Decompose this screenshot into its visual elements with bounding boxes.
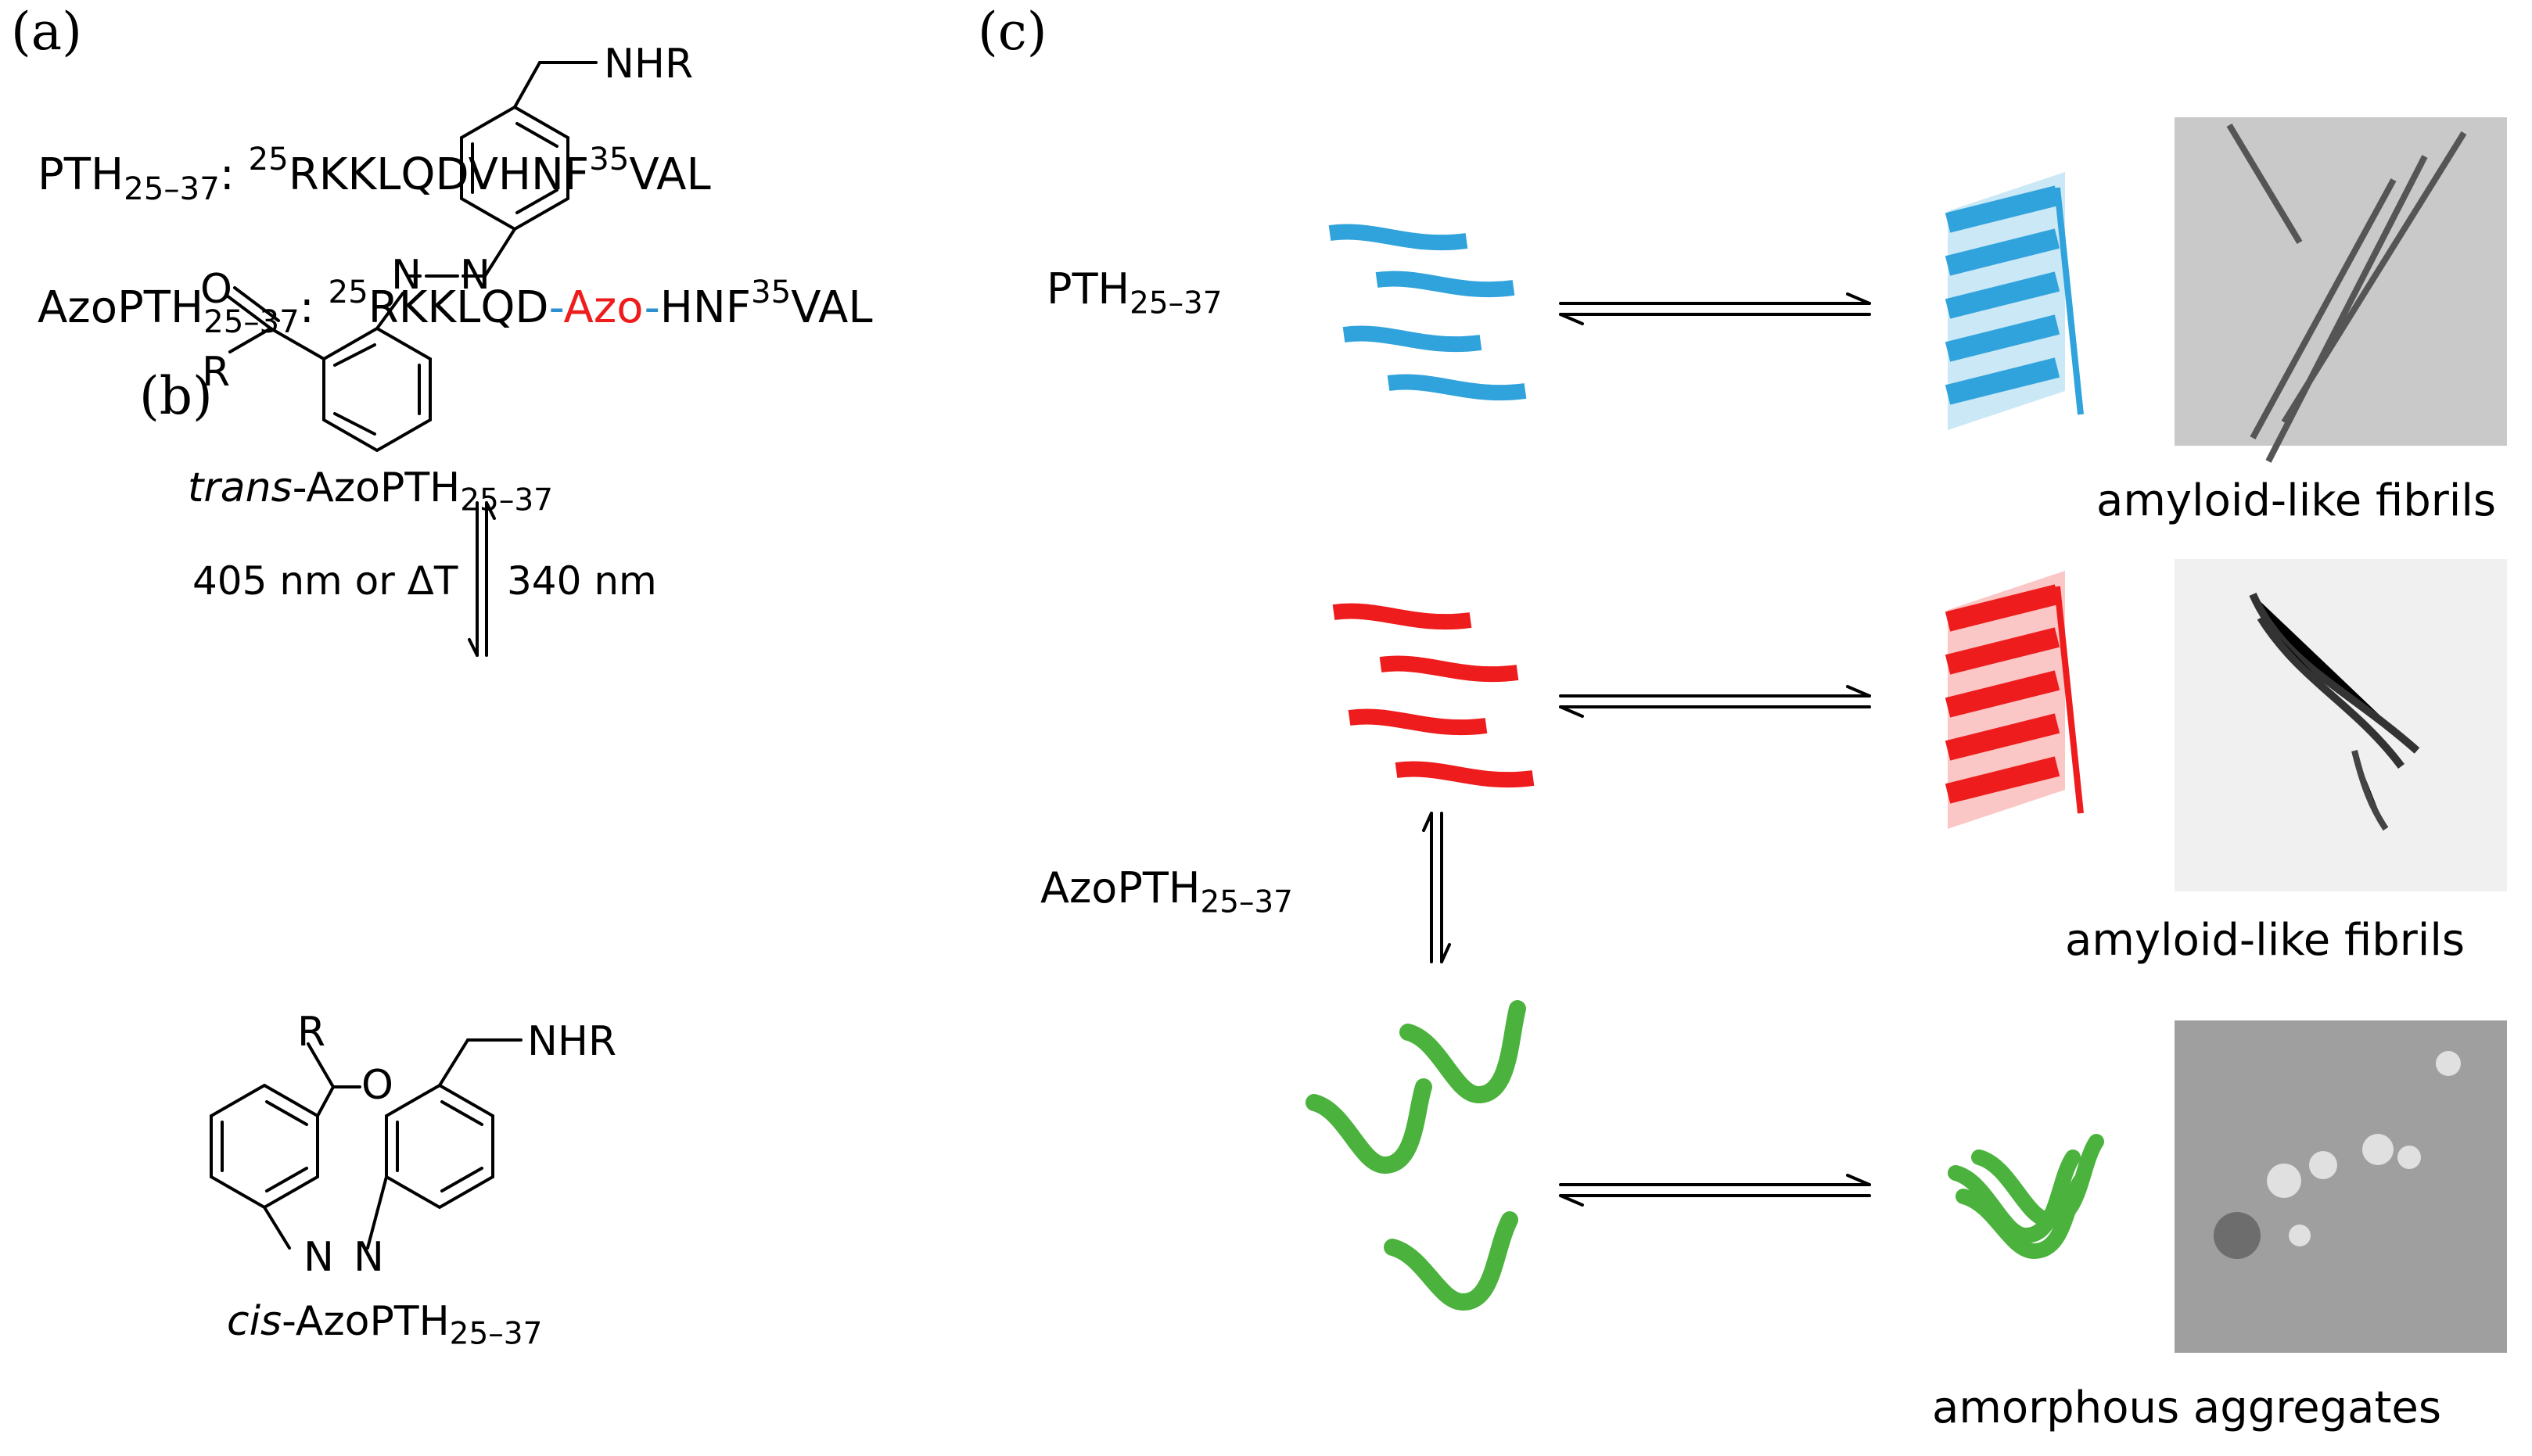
atom-o-trans: O (200, 266, 232, 313)
micrograph-fibrils-pth (2175, 117, 2507, 463)
micrograph-fibrils-azopth (2175, 559, 2507, 891)
azopth-trans-strands (1332, 603, 1535, 788)
caption-fibrils-azopth: amyloid-like fibrils (2065, 915, 2466, 966)
azopth-fibril (1945, 571, 2084, 829)
condition-left: 405 nm or ΔT (192, 558, 458, 604)
atom-r-trans: R (202, 349, 231, 396)
equilibrium-arrows (1422, 292, 1871, 1207)
azopth-cis-strands (1306, 1000, 1526, 1311)
amorphous-aggregate (1948, 1134, 2104, 1260)
panel-label-b: (b) (139, 366, 213, 426)
panel-label-a: (a) (11, 2, 82, 62)
micrograph-amorphous (2175, 1020, 2507, 1353)
pth-label: PTH25–37 (1047, 264, 1223, 321)
cis-ring-left (210, 1083, 319, 1210)
atom-r-cis: R (297, 1009, 326, 1056)
trans-ring-lower (322, 326, 432, 453)
trans-azopth-label: trans-AzoPTH25–37 (188, 464, 553, 518)
atom-n-trans-1: N (460, 252, 490, 299)
atom-n-cis-1: N (303, 1234, 334, 1281)
trans-ring-upper (460, 105, 569, 231)
pth-fibril (1945, 172, 2084, 430)
atom-nhr-trans: NHR (604, 41, 694, 88)
azo-residue: Azo (563, 282, 645, 333)
cis-azopth-label: cis-AzoPTH25–37 (227, 1298, 543, 1352)
atom-nhr-cis: NHR (527, 1018, 617, 1065)
panel-label-c: (c) (978, 2, 1047, 62)
azopth-sequence: AzoPTH25–37: 25RKKLQD-Azo-HNF35VAL (38, 274, 873, 340)
cis-ring-right (385, 1083, 494, 1210)
pth-sequence: PTH25–37: 25RKKLQDVHNF35VAL (38, 141, 711, 207)
caption-amorphous: amorphous aggregates (1932, 1382, 2442, 1433)
azopth-label: AzoPTH25–37 (1040, 863, 1293, 920)
atom-n-cis-2: N (354, 1234, 384, 1281)
caption-fibrils-pth: amyloid-like fibrils (2096, 475, 2497, 526)
atom-o-cis: O (361, 1062, 393, 1109)
condition-right: 340 nm (507, 558, 657, 604)
atom-n-trans-2: N (391, 252, 422, 299)
pth-strands (1328, 224, 1527, 401)
